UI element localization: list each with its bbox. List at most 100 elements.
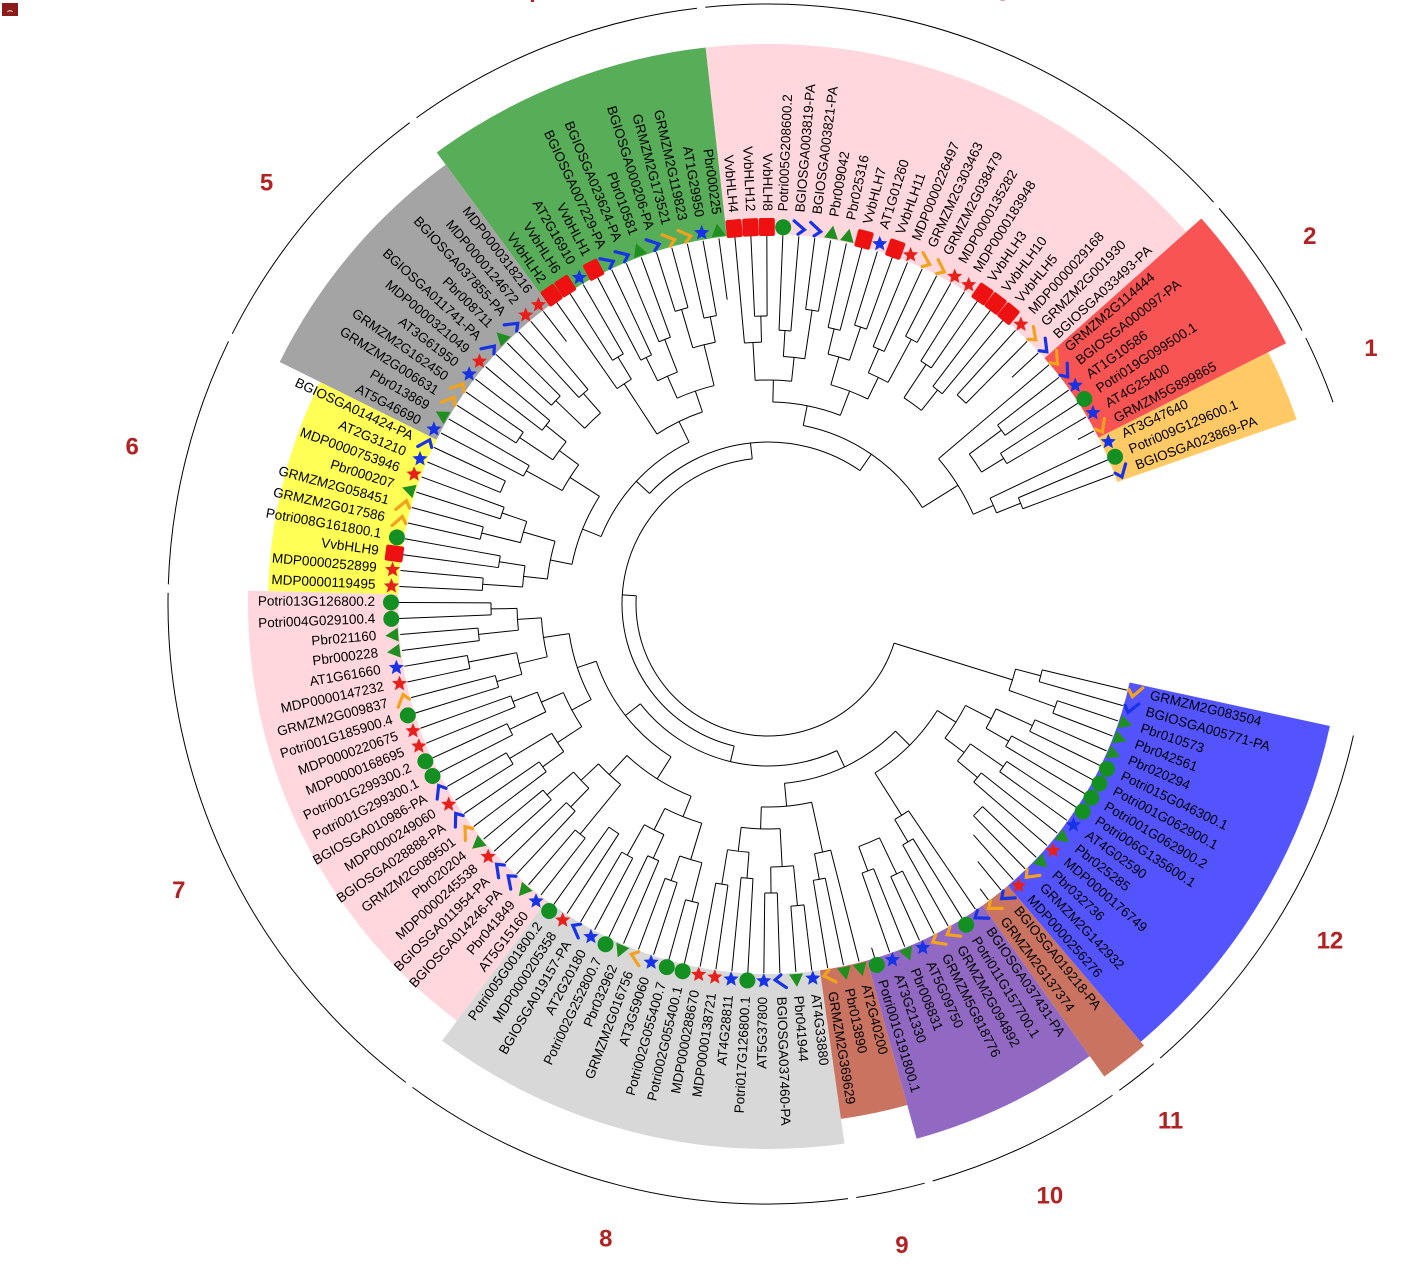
clade-stem [812, 880, 819, 909]
clade-stem [751, 251, 756, 317]
leaf-label: AT5G37800 [754, 997, 770, 1069]
square-icon [885, 238, 906, 260]
clade-stem [814, 853, 820, 880]
check-blue-icon [644, 238, 662, 253]
clade-stem [1042, 669, 1106, 686]
triangle-icon [1117, 714, 1133, 729]
triangle-icon [402, 484, 417, 499]
leaf-branch [433, 446, 481, 470]
check-orange-icon [1024, 867, 1042, 880]
leaf-branch [734, 236, 739, 276]
leaf-branch [456, 404, 493, 429]
triangle-icon [634, 243, 648, 258]
cluster-band-3 [705, 44, 1187, 359]
check-blue-icon [502, 321, 520, 333]
leaf-branch [1077, 430, 1095, 440]
clade-stem [791, 357, 795, 382]
leaf-branch [985, 340, 1028, 384]
cluster-number-5: 5 [260, 170, 273, 197]
leaf-branch [596, 276, 629, 336]
clade-stem [542, 751, 565, 768]
leaf-branch [1008, 851, 1026, 870]
clade-stem [436, 686, 499, 708]
clade-stem [1006, 761, 1062, 798]
leaf-branch [432, 744, 462, 759]
clade-stem [557, 726, 583, 744]
star-icon [571, 269, 587, 285]
check-blue-icon [506, 874, 518, 891]
leaf-branch [750, 235, 753, 252]
leaf-branch [582, 284, 599, 310]
clade-stem [479, 468, 506, 482]
clade-stem [455, 574, 484, 579]
clade-stem [858, 846, 869, 872]
star-icon [961, 276, 977, 292]
star-icon [426, 421, 442, 436]
clade-arc [772, 401, 841, 416]
star-icon [383, 578, 399, 593]
leaf-branch [399, 615, 464, 620]
check-orange-icon [628, 950, 641, 968]
clade-stem [887, 339, 912, 383]
leaf-branch [806, 932, 813, 971]
check-blue-icon [494, 862, 506, 880]
leaf-branch [580, 875, 609, 923]
star-icon [384, 561, 401, 577]
square-icon [554, 275, 577, 298]
leaf-branch [516, 831, 557, 875]
clade-stem [989, 468, 1052, 499]
star-icon [528, 893, 544, 908]
clade-stem [752, 342, 756, 381]
circle-icon [739, 972, 756, 989]
clade-stem [802, 405, 808, 426]
cluster-numbers: 123456789101112 [126, 0, 1378, 1259]
leaf-branch [426, 717, 490, 744]
leaf-branch [994, 799, 1048, 846]
clade-stem [540, 375, 561, 397]
corner-logo: ⌢ [2, 3, 18, 16]
clade-stem [874, 772, 903, 816]
clade-stem [893, 642, 1013, 681]
clade-stem [930, 325, 961, 369]
cluster-outer-arcs [167, 3, 1354, 1205]
leaf-branch [977, 861, 1002, 891]
clade-stem [830, 356, 840, 385]
clade-stem [697, 290, 705, 319]
clade-arc [568, 633, 592, 700]
star-icon [530, 296, 547, 312]
leaf-branch [897, 262, 908, 287]
clade-stem [1004, 405, 1047, 436]
check-blue-icon [479, 344, 497, 356]
cluster-arc-1 [1305, 337, 1334, 403]
check-orange-icon [439, 395, 457, 407]
leaf-branch [1065, 688, 1123, 707]
cluster-number-1: 1 [1364, 335, 1377, 362]
cluster-number-3: 3 [996, 0, 1009, 6]
clade-stem [645, 357, 659, 382]
clade-stem [468, 675, 496, 684]
clade-stem [737, 275, 745, 344]
leaf-label: Potri013G126800.2 [258, 593, 375, 608]
triangle-icon [1111, 730, 1127, 744]
circle-icon [674, 963, 691, 980]
cluster-arc-11 [1119, 1063, 1155, 1091]
cluster-band-12 [1007, 682, 1330, 1042]
clade-stem [817, 260, 828, 312]
leaf-branch [404, 538, 473, 552]
star-icon [947, 268, 963, 283]
leaf-branch [781, 235, 784, 266]
leaf-label: MDP0000119495 [271, 572, 376, 592]
clade-stem [703, 344, 715, 386]
triangle-icon [711, 223, 726, 238]
star-icon [643, 954, 659, 969]
leaf-branch [1000, 329, 1016, 347]
clade-stem [902, 844, 917, 870]
leaf-branch [883, 894, 906, 947]
cluster-arc-4 [416, 7, 698, 119]
leaf-branch [1083, 709, 1119, 722]
cluster-band-9 [819, 960, 908, 1119]
clade-stem [460, 723, 508, 746]
clade-stem [559, 450, 579, 466]
leaf-label: VvbHLH4 [721, 154, 741, 213]
